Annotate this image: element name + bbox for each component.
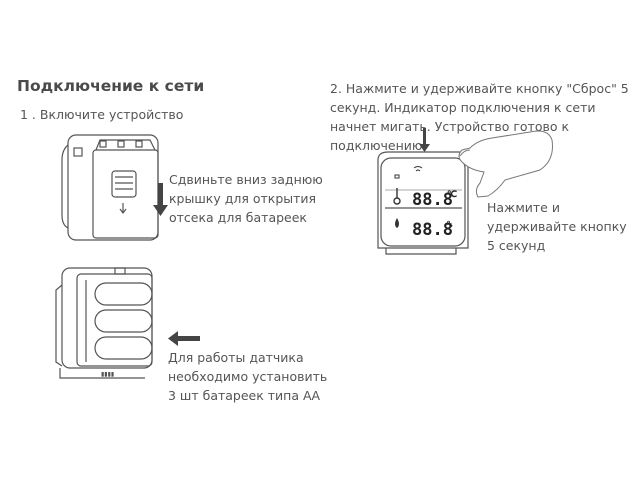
device-back-cover (61, 134, 159, 241)
thermometer-icon (393, 188, 401, 205)
hand-icon (458, 130, 553, 198)
arrow-down-icon (153, 183, 168, 216)
humidity-readout: 88.8 (412, 220, 453, 240)
arrow-left-icon (168, 331, 200, 346)
step-two-text: 2. Нажмите и удерживайте кнопку "Сброс" … (330, 81, 629, 153)
press-caption: Нажмите и удерживайте кнопку 5 секунд (487, 200, 627, 253)
temperature-readout: 88.8 (412, 190, 453, 210)
section-title: Подключение к сети (17, 77, 205, 95)
step-one-text: 1 . Включите устройство (20, 107, 184, 122)
battery-caption: Для работы датчика необходимо установить… (168, 350, 328, 403)
battery-compartment: ▮▮▮▮ (55, 267, 153, 379)
svg-text:▮▮▮▮: ▮▮▮▮ (101, 371, 114, 378)
temperature-unit: ℃ (447, 190, 458, 200)
cover-caption: Сдвиньте вниз заднюю крышку для открытия… (169, 172, 323, 225)
wifi-icon (413, 166, 423, 172)
droplet-icon (395, 218, 399, 228)
press-arrow (419, 128, 430, 152)
humidity-unit: % (447, 220, 453, 230)
